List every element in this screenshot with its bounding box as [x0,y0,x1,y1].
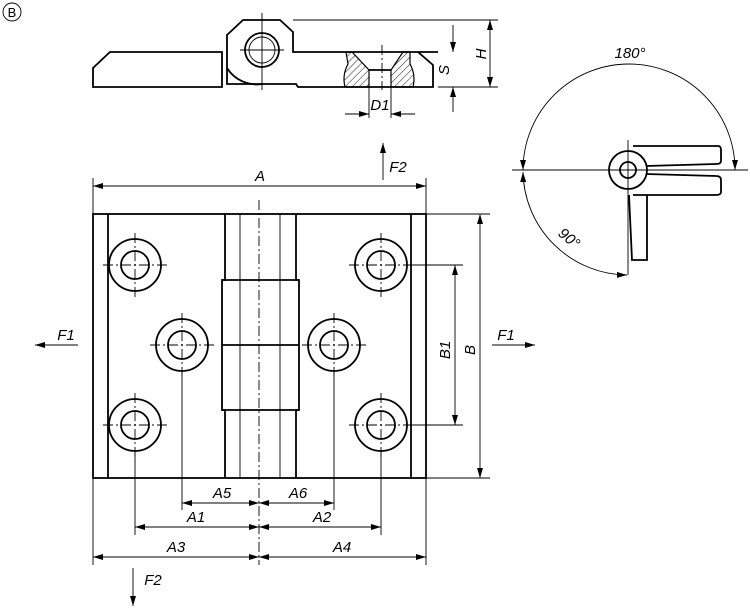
dim-a2: A2 [312,509,332,526]
hole [103,393,167,457]
dim-a4: A4 [332,539,351,556]
hole [150,313,214,377]
dim-a1: A1 [186,509,205,526]
view-marker-label: B [8,5,17,20]
angle-90: 90° [555,225,583,253]
dim-a: A [254,168,265,185]
hole [349,233,413,297]
front-view: A B B1 A5 A6 A1 A2 A3 A4 F1 F1 F2 F2 [35,143,535,606]
force-f1-left: F1 [57,327,75,344]
side-view: H S D1 [92,13,498,118]
force-f1-right: F1 [497,327,515,344]
force-f2-top: F2 [389,159,407,176]
angle-180: 180° [614,45,645,62]
dim-b1: B1 [437,341,454,359]
hole [349,393,413,457]
force-f2-bottom: F2 [144,572,162,589]
dim-d1: D1 [370,97,389,114]
dim-h: H [473,48,490,59]
hole [302,313,366,377]
dim-b: B [462,345,479,355]
hole [103,233,167,297]
dim-a5: A5 [212,485,232,502]
dim-a3: A3 [166,539,186,556]
dim-s: S [436,65,453,75]
dim-a6: A6 [288,485,308,502]
rotation-view: 180° 90° [512,45,748,278]
view-marker: B [2,2,22,22]
